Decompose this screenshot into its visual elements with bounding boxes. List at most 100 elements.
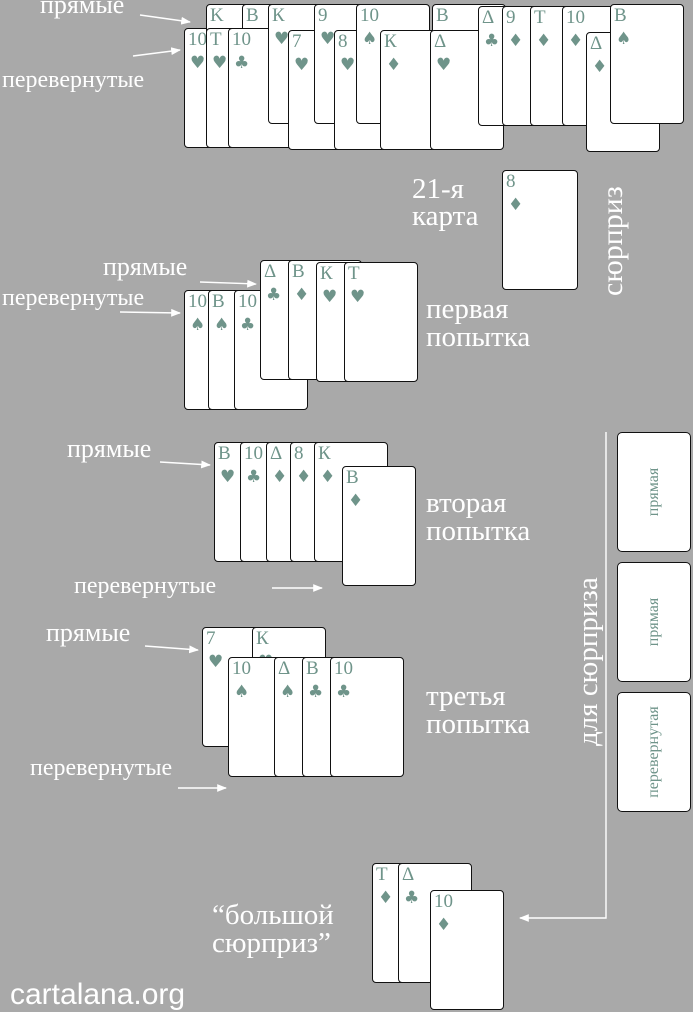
card-rank: 10	[334, 658, 353, 679]
card-suit-icon: ♣	[240, 315, 256, 335]
card-rank: 10	[232, 658, 251, 679]
card-rank: В	[436, 5, 449, 26]
attempt2-label-line1: вторая	[426, 487, 507, 519]
card-suit-icon: ♠	[362, 29, 378, 49]
card-suit-icon: ♠	[214, 315, 230, 335]
orientation-card-1: прямая	[617, 432, 691, 552]
card-suit-icon: ♦	[436, 915, 452, 935]
card-rank: Δ	[278, 658, 291, 679]
card-rank: K	[210, 5, 224, 26]
card-suit-icon: ♦	[536, 31, 552, 51]
card-suit-icon: ♣	[246, 467, 262, 487]
card-rank: Δ	[264, 261, 277, 282]
orientation-card-label: прямая	[645, 597, 662, 647]
attempt3-label-line2: попытка	[426, 708, 531, 740]
card-rank: В	[306, 658, 319, 679]
card-suit-icon: ♦	[294, 285, 310, 305]
card-rank: 10	[232, 29, 251, 50]
card-rank: В	[346, 467, 359, 488]
card-suit-icon: ♦	[508, 195, 524, 215]
card-suit-icon: ♦	[508, 31, 524, 51]
card-suit-icon: ♥	[294, 55, 310, 75]
card-rank: Т	[348, 263, 360, 284]
orientation-card-2: прямая	[617, 562, 691, 682]
card-suit-icon: ♥	[208, 652, 224, 672]
card-suit-icon: ♣	[234, 53, 250, 73]
card-rank: 7	[206, 628, 216, 649]
card-rank: 10	[238, 291, 257, 312]
playing-card: В♦	[342, 466, 416, 586]
card-rank: В	[614, 5, 627, 26]
card-suit-icon: ♥	[350, 287, 366, 307]
playing-card-21: 8♦	[502, 170, 578, 290]
card-rank: 9	[318, 5, 328, 26]
card-rank: Т	[376, 864, 388, 885]
card-suit-icon: ♦	[568, 31, 584, 51]
card-suit-icon: ♦	[320, 467, 336, 487]
surprise-vertical-label: сюрприз	[596, 186, 629, 296]
card-suit-icon: ♣	[336, 682, 352, 702]
card21-label-line1: 21-я	[412, 173, 464, 205]
card-rank: К	[256, 628, 269, 649]
card-rank: В	[218, 443, 231, 464]
card-rank: 10	[434, 891, 453, 912]
arrow-upright-attempt1	[199, 279, 257, 288]
arrow-reversed-attempt1	[119, 308, 181, 317]
card-suit-icon: ♠	[616, 29, 632, 49]
card-suit-icon: ♠	[190, 315, 206, 335]
card-rank: В	[246, 5, 259, 26]
card-rank: Δ	[402, 864, 415, 885]
card-suit-icon: ♦	[386, 55, 402, 75]
card-rank: Δ	[482, 7, 495, 28]
card-rank: 8	[294, 443, 304, 464]
card-rank: Т	[534, 7, 546, 28]
card-suit-icon: ♦	[378, 888, 394, 908]
card-rank: К	[384, 31, 397, 52]
playing-card: Т♥	[344, 262, 418, 382]
orientation-card-label: прямая	[645, 467, 662, 517]
card-suit-icon: ♥	[212, 53, 228, 73]
site-watermark: cartalana.org	[10, 978, 186, 1011]
card-suit-icon: ♦	[592, 57, 608, 77]
card-rank: 10	[188, 291, 207, 312]
card-rank: 9	[506, 7, 516, 28]
attempt1-label-line1: первая	[426, 293, 509, 325]
card-suit-icon: ♥	[436, 55, 452, 75]
playing-card: В♠	[610, 4, 684, 124]
big-surprise-label-line1: “большой	[212, 899, 334, 931]
card-suit-icon: ♥	[220, 467, 236, 487]
card-rank: 7	[292, 31, 302, 52]
card-suit-icon: ♥	[320, 29, 336, 49]
card-rank: Δ	[434, 31, 447, 52]
arrow-upright-top	[139, 14, 191, 25]
reversed-label-attempt3: перевернутые	[30, 755, 173, 781]
upright-label-attempt3: прямые	[46, 618, 131, 647]
reversed-label-attempt1: перевернутые	[2, 285, 145, 311]
card-rank: 8	[506, 171, 516, 192]
card-suit-icon: ♣	[484, 31, 500, 51]
playing-card: 10 ♣	[330, 657, 404, 777]
attempt3-label-line1: третья	[426, 680, 506, 712]
big-surprise-label-line2: сюрприз”	[212, 927, 331, 959]
card-rank: 10	[244, 443, 263, 464]
upright-label-top: прямые	[40, 0, 125, 19]
for-surprise-vertical-label: для сюрприза	[572, 577, 604, 746]
card-suit-icon: ♠	[234, 682, 250, 702]
orientation-card-label: перевернутая	[645, 706, 662, 798]
attempt1-label-line2: попытка	[426, 321, 531, 353]
card-rank: Δ	[270, 443, 283, 464]
attempt2-label-line2: попытка	[426, 515, 531, 547]
card-rank: В	[292, 261, 305, 282]
card-suit-icon: ♥	[274, 29, 290, 49]
arrow-upright-attempt2	[159, 460, 211, 469]
card-suit-icon: ♦	[296, 467, 312, 487]
upright-label-attempt2: прямые	[67, 434, 152, 463]
card-rank: Т	[210, 29, 222, 50]
card-rank: 10	[188, 29, 207, 50]
card-suit-icon: ♦	[348, 491, 364, 511]
card-rank: К	[272, 5, 285, 26]
card-suit-icon: ♥	[340, 55, 356, 75]
card-rank: К	[318, 443, 331, 464]
playing-card: 10 ♦	[430, 890, 504, 1010]
card-rank: В	[212, 291, 225, 312]
